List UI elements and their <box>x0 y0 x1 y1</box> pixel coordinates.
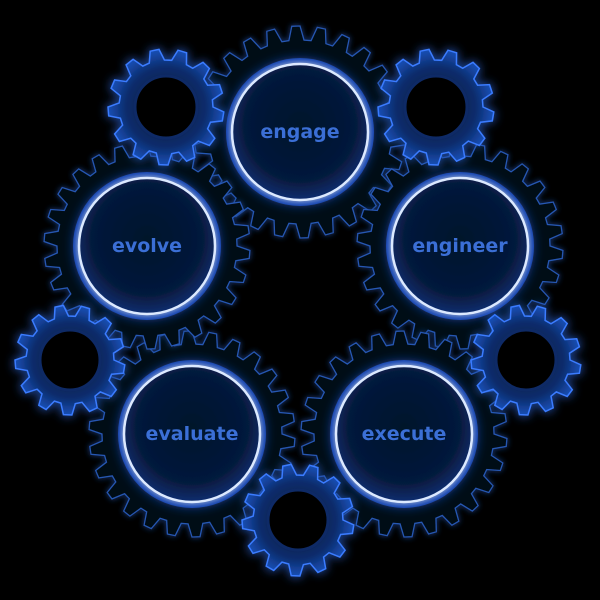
stage-label-execute: execute <box>362 423 447 445</box>
hub-halo-evolve <box>73 172 221 320</box>
small-gear-hole-bottom <box>266 488 330 552</box>
stage-label-evaluate: evaluate <box>146 423 239 445</box>
hub-halo-execute <box>330 360 478 508</box>
small-gear-hole-right <box>494 328 558 392</box>
stage-label-engineer: engineer <box>412 235 508 257</box>
stage-label-evolve: evolve <box>112 235 182 257</box>
hubs-layer <box>73 58 534 508</box>
small-gear-hole-left <box>38 328 102 392</box>
stage-label-engage: engage <box>260 121 339 143</box>
hub-halo-engineer <box>386 172 534 320</box>
small-gear-hole-top-left <box>133 74 199 140</box>
hub-halo-evaluate <box>118 360 266 508</box>
hub-circle-evaluate <box>122 364 262 504</box>
hub-circle-engineer <box>390 176 530 316</box>
hub-halo-engage <box>226 58 374 206</box>
small-gear-hole-top-right <box>403 74 469 140</box>
hub-circle-engage <box>230 62 370 202</box>
hub-circle-execute <box>334 364 474 504</box>
hub-circle-evolve <box>77 176 217 316</box>
small-gears-layer <box>14 48 582 577</box>
